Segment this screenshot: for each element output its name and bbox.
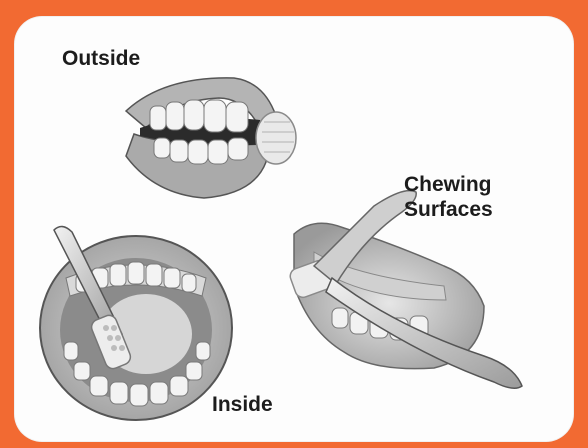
diagram-card: Outside Chewing Surfaces Inside xyxy=(14,16,574,442)
label-chewing-line2: Surfaces xyxy=(404,197,493,222)
inside-mouth-illustration xyxy=(40,226,232,420)
label-inside: Inside xyxy=(212,392,273,417)
label-chewing-surfaces: Chewing Surfaces xyxy=(404,172,493,222)
outside-mouth-illustration xyxy=(126,78,296,198)
label-outside: Outside xyxy=(62,46,140,71)
brushing-illustrations xyxy=(14,16,574,442)
label-chewing-line1: Chewing xyxy=(404,172,493,197)
